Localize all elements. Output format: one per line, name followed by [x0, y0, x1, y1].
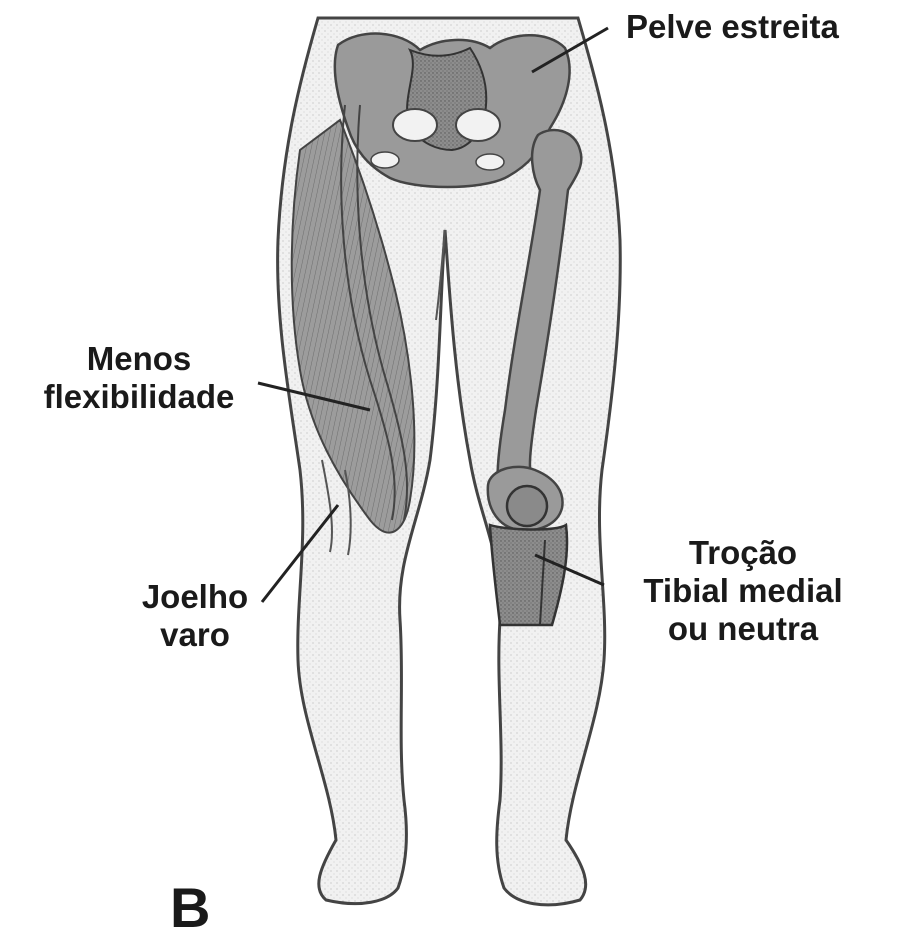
label-flexibility-line1: Menos: [16, 340, 262, 378]
label-tibial: Troção Tibial medial ou neutra: [618, 534, 868, 648]
label-flexibility: Menos flexibilidade: [16, 340, 262, 416]
patella: [507, 486, 547, 526]
label-pelvis: Pelve estreita: [626, 8, 839, 46]
label-tibial-line3: ou neutra: [618, 610, 868, 648]
label-knee: Joelho varo: [120, 578, 270, 654]
label-flexibility-line2: flexibilidade: [16, 378, 262, 416]
label-knee-line2: varo: [120, 616, 270, 654]
label-tibial-line1: Troção: [618, 534, 868, 572]
panel-letter: B: [170, 878, 210, 938]
label-tibial-line2: Tibial medial: [618, 572, 868, 610]
label-knee-line1: Joelho: [120, 578, 270, 616]
tibia-bone: [490, 525, 567, 625]
